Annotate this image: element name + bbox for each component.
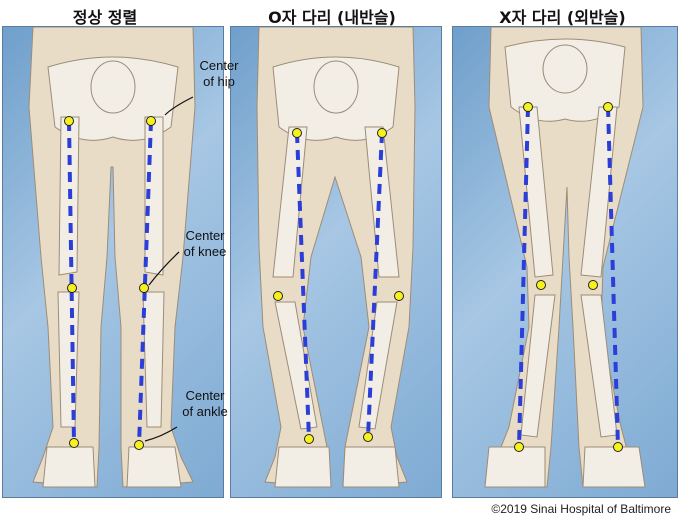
panel-bow-legs xyxy=(230,26,442,498)
right-ankle-center-marker xyxy=(134,440,144,450)
left-femur xyxy=(272,126,308,278)
left-ankle-center-marker xyxy=(69,438,79,448)
right-ankle-center-marker xyxy=(363,432,373,442)
left-mechanical-axis xyxy=(295,132,311,440)
legs-normal-illustration xyxy=(28,27,196,488)
callout-hip-line-1: Center xyxy=(199,58,239,73)
right-hip-center-marker xyxy=(603,102,613,112)
right-foot xyxy=(126,446,182,488)
title-normal-alignment: 정상 정렬 xyxy=(72,8,138,27)
sacrum-bone xyxy=(90,60,136,114)
right-ankle-center-marker xyxy=(613,442,623,452)
panel-normal-alignment xyxy=(2,26,224,498)
left-hip-center-marker xyxy=(523,102,533,112)
right-femur xyxy=(364,126,400,278)
left-mechanical-axis xyxy=(67,120,76,444)
right-foot xyxy=(342,446,400,488)
left-knee-center-marker xyxy=(273,291,283,301)
left-foot xyxy=(42,446,96,488)
callout-ankle-line-1: Center xyxy=(185,388,225,403)
left-tibia xyxy=(57,291,80,428)
title-bow-legs: O자 다리 (내반슬) xyxy=(268,8,396,27)
right-hip-center-marker xyxy=(146,116,156,126)
ankle-callout-arrow xyxy=(144,426,178,442)
left-hip-center-marker xyxy=(292,128,302,138)
right-mechanical-axis xyxy=(606,106,620,448)
copyright-notice: ©2019 Sinai Hospital of Baltimore xyxy=(491,502,671,516)
knee-callout-arrow xyxy=(148,251,180,286)
left-hip-center-marker xyxy=(64,116,74,126)
callout-knee-line-2: of knee xyxy=(183,244,227,259)
callout-center-of-ankle: Center of ankle xyxy=(174,388,236,420)
legs-bow-illustration xyxy=(256,27,416,488)
right-mechanical-axis xyxy=(137,120,153,446)
left-knee-center-marker xyxy=(67,283,77,293)
hip-callout-arrow xyxy=(164,96,194,116)
right-knee-center-marker xyxy=(588,280,598,290)
left-knee-center-marker xyxy=(536,280,546,290)
right-knee-center-marker xyxy=(394,291,404,301)
callout-hip-line-2: of hip xyxy=(203,74,235,89)
left-tibia xyxy=(520,294,556,438)
callout-center-of-knee: Center of knee xyxy=(174,228,236,260)
right-hip-center-marker xyxy=(377,128,387,138)
callout-knee-line-1: Center xyxy=(185,228,225,243)
title-knock-knees: X자 다리 (외반슬) xyxy=(499,8,626,27)
left-foot xyxy=(274,446,332,488)
panel-knock-knees xyxy=(452,26,678,498)
legs-knock-illustration xyxy=(484,27,646,488)
left-mechanical-axis xyxy=(517,106,530,448)
sacrum-bone xyxy=(313,60,359,114)
left-foot xyxy=(484,446,546,488)
right-knee-center-marker xyxy=(139,283,149,293)
callout-center-of-hip: Center of hip xyxy=(190,58,248,90)
left-ankle-center-marker xyxy=(514,442,524,452)
sacrum-bone xyxy=(542,44,588,94)
right-tibia xyxy=(142,291,165,428)
callout-ankle-line-2: of ankle xyxy=(182,404,228,419)
right-foot xyxy=(582,446,646,488)
left-ankle-center-marker xyxy=(304,434,314,444)
